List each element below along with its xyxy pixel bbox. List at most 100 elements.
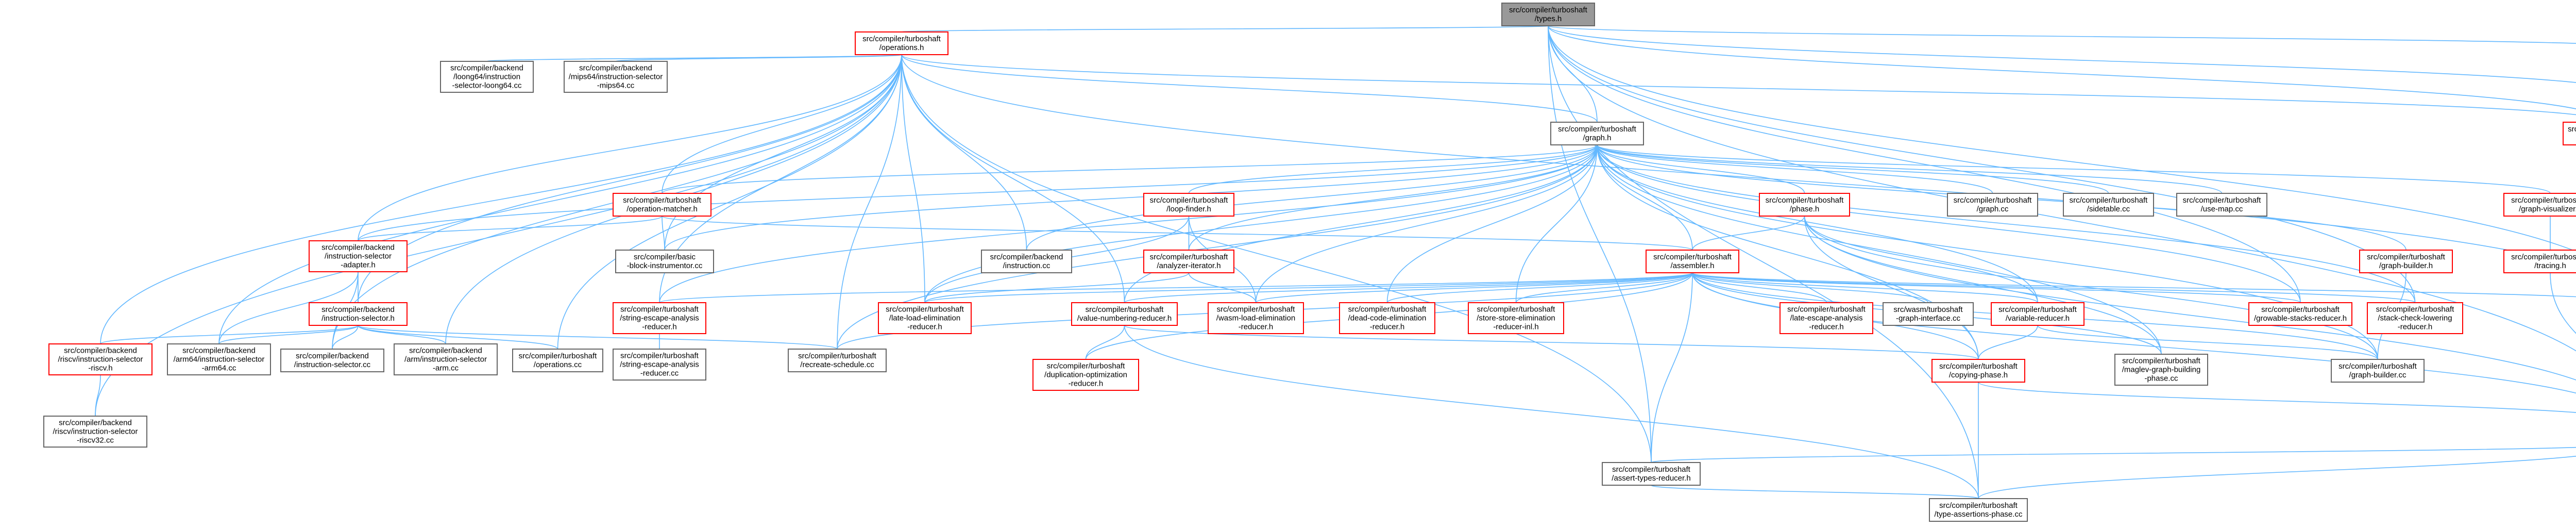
node-box[interactable] [1339, 302, 1435, 334]
node-box[interactable] [1550, 122, 1644, 145]
node-graph-builder-h[interactable]: src/compiler/turboshaft/graph-builder.h [2359, 250, 2453, 273]
node-label-line: /string-escape-analysis [620, 314, 699, 323]
node-box[interactable] [1991, 302, 2084, 326]
node-assembler-h[interactable]: src/compiler/turboshaft/assembler.h [1646, 250, 1739, 273]
node-isel-adapter-h[interactable]: src/compiler/backend/instruction-selecto… [309, 240, 408, 272]
node-label-line: /mips64/instruction-selector [569, 73, 663, 81]
node-box[interactable] [167, 343, 271, 375]
node-label-line: /sidetable.cc [2087, 205, 2130, 213]
node-box[interactable] [1759, 193, 1850, 217]
node-value-numbering-h[interactable]: src/compiler/turboshaft/value-numbering-… [1071, 302, 1178, 326]
node-box[interactable] [788, 349, 887, 372]
node-box[interactable] [564, 61, 668, 93]
node-copying-phase-h[interactable]: src/compiler/turboshaft/copying-phase.h [1931, 359, 2025, 383]
node-string-escape-h[interactable]: src/compiler/turboshaft/string-escape-an… [613, 302, 706, 334]
node-box[interactable] [394, 343, 498, 375]
dependency-edge-mips64-to-operations_h [615, 55, 902, 62]
node-box[interactable] [613, 302, 706, 334]
node-box[interactable] [2248, 302, 2352, 326]
node-tracing-h[interactable]: src/compiler/turboshaft/tracing.h [2503, 250, 2576, 273]
node-label-line: src/compiler/turboshaft [2367, 253, 2446, 261]
dependency-edge-type_inference_reducer_h-to-tracing_h [2550, 273, 2576, 334]
node-assert-types-h[interactable]: src/compiler/turboshaft/assert-types-red… [1602, 462, 1701, 486]
node-variable-reducer-h[interactable]: src/compiler/turboshaft/variable-reducer… [1991, 302, 2084, 326]
node-box[interactable] [280, 349, 384, 372]
node-basic-block-instr[interactable]: src/compiler/basic-block-instrumentor.cc [615, 250, 714, 273]
node-box[interactable] [1143, 250, 1234, 273]
node-box[interactable] [1032, 359, 1139, 391]
node-box[interactable] [440, 61, 534, 93]
node-box[interactable] [1071, 302, 1178, 326]
node-duplication-opt-h[interactable]: src/compiler/turboshaft/duplication-opti… [1032, 359, 1139, 391]
node-box[interactable] [1501, 3, 1595, 26]
node-box[interactable] [512, 349, 603, 372]
node-instruction-cc[interactable]: src/compiler/backend/instruction.cc [981, 250, 1072, 273]
node-box[interactable] [2063, 193, 2154, 217]
node-wasm-load-elim-h[interactable]: src/compiler/turboshaft/wasm-load-elimin… [1208, 302, 1304, 334]
node-box[interactable] [2176, 193, 2267, 217]
dependency-edge-stack_check_lowering_h-to-assembler_h [1692, 273, 2416, 303]
node-graph-h[interactable]: src/compiler/turboshaft/graph.h [1550, 122, 1644, 145]
node-sidetable-cc[interactable]: src/compiler/turboshaft/sidetable.cc [2063, 193, 2154, 217]
node-box[interactable] [1468, 302, 1564, 334]
node-box[interactable] [878, 302, 972, 334]
node-isel-cc[interactable]: src/compiler/backend/instruction-selecto… [280, 349, 384, 372]
node-string-escape-cc[interactable]: src/compiler/turboshaft/string-escape-an… [613, 349, 706, 381]
node-box[interactable] [855, 31, 948, 55]
node-riscv-isel-h[interactable]: src/compiler/backend/riscv/instruction-s… [48, 343, 152, 375]
node-box[interactable] [1929, 498, 2028, 522]
node-mips64[interactable]: src/compiler/backend/mips64/instruction-… [564, 61, 668, 93]
node-arm-isel[interactable]: src/compiler/backend/arm/instruction-sel… [394, 343, 498, 375]
node-late-escape-h[interactable]: src/compiler/turboshaft/late-escape-anal… [1780, 302, 1873, 334]
node-maglev-graph-building[interactable]: src/compiler/turboshaft/maglev-graph-bui… [2114, 354, 2208, 386]
node-box[interactable] [43, 416, 147, 448]
node-typer-h[interactable]: src/compiler/turboshaft/typer.h [2563, 122, 2576, 145]
node-box[interactable] [48, 343, 152, 375]
node-box[interactable] [1947, 193, 2038, 217]
node-operation-matcher-h[interactable]: src/compiler/turboshaft/operation-matche… [613, 193, 711, 217]
node-box[interactable] [2331, 359, 2425, 383]
node-graph-cc[interactable]: src/compiler/turboshaft/graph.cc [1947, 193, 2038, 217]
node-box[interactable] [2503, 250, 2576, 273]
node-box[interactable] [615, 250, 714, 273]
node-box[interactable] [1602, 462, 1701, 486]
node-box[interactable] [309, 302, 408, 326]
node-label-line: /late-load-elimination [889, 314, 960, 323]
node-box[interactable] [309, 240, 408, 272]
node-types-h[interactable]: src/compiler/turboshaft/types.h [1501, 3, 1595, 26]
node-box[interactable] [1883, 302, 1974, 326]
node-loop-finder-h[interactable]: src/compiler/turboshaft/loop-finder.h [1143, 193, 1234, 217]
node-analyzer-iterator-h[interactable]: src/compiler/turboshaft/analyzer-iterato… [1143, 250, 1234, 273]
node-growable-stacks-h[interactable]: src/compiler/turboshaft/growable-stacks-… [2248, 302, 2352, 326]
node-graph-visualizer-h[interactable]: src/compiler/turboshaft/graph-visualizer… [2503, 193, 2576, 217]
node-box[interactable] [1208, 302, 1304, 334]
node-riscv32-isel[interactable]: src/compiler/backend/riscv/instruction-s… [43, 416, 147, 448]
node-isel-h[interactable]: src/compiler/backend/instruction-selecto… [309, 302, 408, 326]
node-dead-code-elim-h[interactable]: src/compiler/turboshaft/dead-code-elimin… [1339, 302, 1435, 334]
node-box[interactable] [2563, 122, 2576, 145]
node-box[interactable] [1780, 302, 1873, 334]
node-operations-h[interactable]: src/compiler/turboshaft/operations.h [855, 31, 948, 55]
node-store-store-elim-h[interactable]: src/compiler/turboshaft/store-store-elim… [1468, 302, 1564, 334]
node-box[interactable] [2359, 250, 2453, 273]
node-box[interactable] [613, 193, 711, 217]
node-arm64-isel[interactable]: src/compiler/backend/arm64/instruction-s… [167, 343, 271, 375]
node-box[interactable] [1931, 359, 2025, 383]
node-phase-h[interactable]: src/compiler/turboshaft/phase.h [1759, 193, 1850, 217]
node-box[interactable] [981, 250, 1072, 273]
node-box[interactable] [2114, 354, 2208, 386]
node-graph-builder-cc[interactable]: src/compiler/turboshaft/graph-builder.cc [2331, 359, 2425, 383]
node-wasm-graph-interface[interactable]: src/wasm/turboshaft-graph-interface.cc [1883, 302, 1974, 326]
node-box[interactable] [613, 349, 706, 381]
node-stack-check-lowering-h[interactable]: src/compiler/turboshaft/stack-check-lowe… [2367, 302, 2463, 334]
node-use-map-cc[interactable]: src/compiler/turboshaft/use-map.cc [2176, 193, 2267, 217]
node-loong64[interactable]: src/compiler/backend/loong64/instruction… [440, 61, 534, 93]
node-type-assertions-cc[interactable]: src/compiler/turboshaft/type-assertions-… [1929, 498, 2028, 522]
node-recreate-schedule-cc[interactable]: src/compiler/turboshaft/recreate-schedul… [788, 349, 887, 372]
node-late-load-elim-h[interactable]: src/compiler/turboshaft/late-load-elimin… [878, 302, 972, 334]
node-box[interactable] [2503, 193, 2576, 217]
node-box[interactable] [1143, 193, 1234, 217]
node-box[interactable] [2367, 302, 2463, 334]
node-operations-cc[interactable]: src/compiler/turboshaft/operations.cc [512, 349, 603, 372]
node-box[interactable] [1646, 250, 1739, 273]
